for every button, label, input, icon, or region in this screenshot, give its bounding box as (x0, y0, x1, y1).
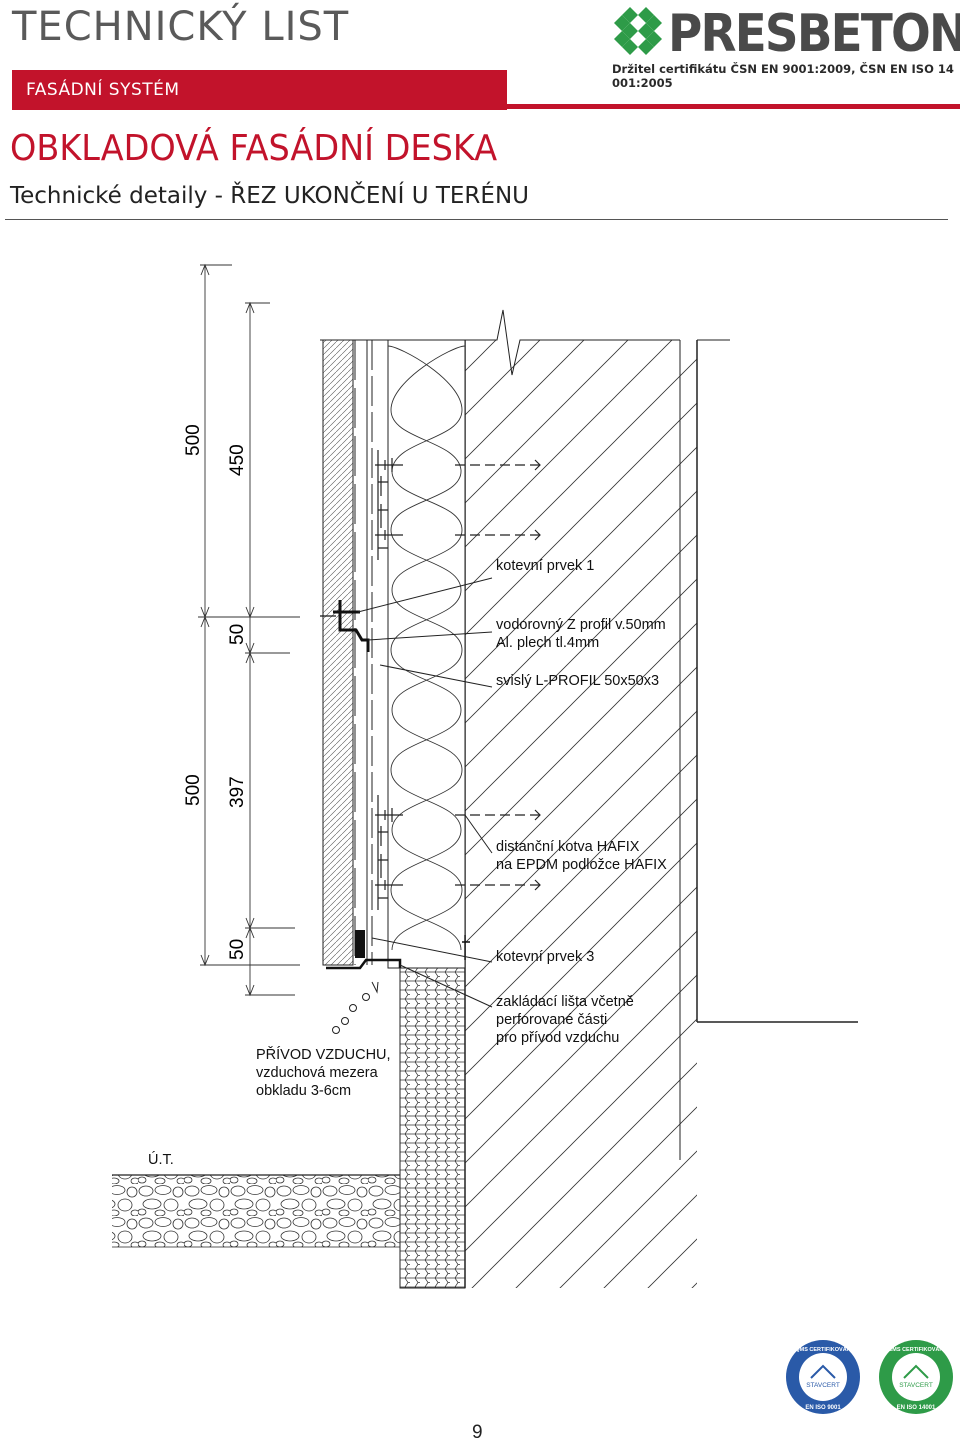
starter-profile (326, 930, 470, 970)
hafix-anchors (375, 450, 541, 910)
dim-inner-50-upper: 50 (227, 624, 248, 645)
dim-outer-lower: 500 (183, 774, 204, 806)
dim-inner-50-lower: 50 (227, 939, 248, 960)
air-intake-marks (332, 981, 379, 1034)
label-starter-1: zakládací lišta včetně (496, 994, 634, 1010)
label-hafix-2: na EPDM podložce HAFIX (496, 857, 667, 873)
dim-inner-450: 450 (227, 444, 248, 476)
leader-lines (357, 577, 493, 1008)
dim-outer-upper: 500 (183, 424, 204, 456)
subframe-profiles (354, 340, 373, 965)
facade-panel (322, 339, 354, 966)
dim-inner-397: 397 (227, 776, 248, 808)
qms-badge-bottom: EN ISO 9001 (805, 1405, 841, 1411)
xps-insulation (399, 967, 466, 1289)
label-z-profile-1: vodorovný Z profil v.50mm (496, 617, 666, 633)
label-l-profile: svislý L-PROFIL 50x50x3 (496, 673, 659, 689)
presbeton-logo-icon (614, 7, 662, 55)
ems-badge-icon: STAVCERT EMS CERTIFIKOVÁN EN ISO 14001 (879, 1340, 953, 1414)
page-title: OBKLADOVÁ FASÁDNÍ DESKA (10, 128, 498, 169)
qms-badge-icon: STAVCERT QMS CERTIFIKOVÁN EN ISO 9001 (786, 1340, 860, 1414)
certificate-line: Držitel certifikátu ČSN EN 9001:2009, ČS… (612, 62, 954, 90)
qms-badge-top: QMS CERTIFIKOVÁN (795, 1346, 850, 1353)
qms-badge-middle: STAVCERT (806, 1382, 840, 1389)
ems-badge-bottom: EN ISO 14001 (897, 1405, 936, 1411)
label-terrain: Ú.T. (148, 1151, 174, 1168)
label-starter-3: pro přívod vzduchu (496, 1030, 619, 1046)
system-label: FASÁDNÍ SYSTÉM (26, 80, 180, 100)
system-band (12, 70, 507, 110)
header-divider (5, 219, 948, 220)
label-air-1: PŘÍVOD VZDUCHU, (256, 1046, 391, 1063)
certification-badges: STAVCERT QMS CERTIFIKOVÁN EN ISO 9001 ST… (786, 1340, 953, 1414)
concrete-wall (320, 309, 858, 1288)
label-anchor-1: kotevní prvek 1 (496, 558, 594, 574)
ems-badge-middle: STAVCERT (899, 1382, 933, 1389)
z-profile (320, 600, 370, 652)
label-hafix-1: distanční kotva HAFIX (496, 839, 640, 855)
label-anchor-3: kotevní prvek 3 (496, 949, 594, 965)
label-starter-2: perforované části (496, 1012, 607, 1028)
mineral-wool-insulation (387, 339, 466, 969)
label-air-3: obkladu 3-6cm (256, 1083, 351, 1099)
document-type-heading: TECHNICKÝ LIST (12, 4, 350, 50)
label-air-2: vzduchová mezera (256, 1065, 379, 1081)
brand-logo-text: PRESBETON (668, 4, 960, 64)
page-number: 9 (472, 1422, 483, 1443)
ems-badge-top: EMS CERTIFIKOVÁN (889, 1346, 944, 1353)
terrain-gravel (112, 1174, 400, 1248)
system-band-line (507, 104, 960, 109)
label-z-profile-2: Al. plech tl.4mm (496, 635, 599, 651)
page-subtitle: Technické detaily - ŘEZ UKONČENÍ U TERÉN… (10, 183, 529, 209)
